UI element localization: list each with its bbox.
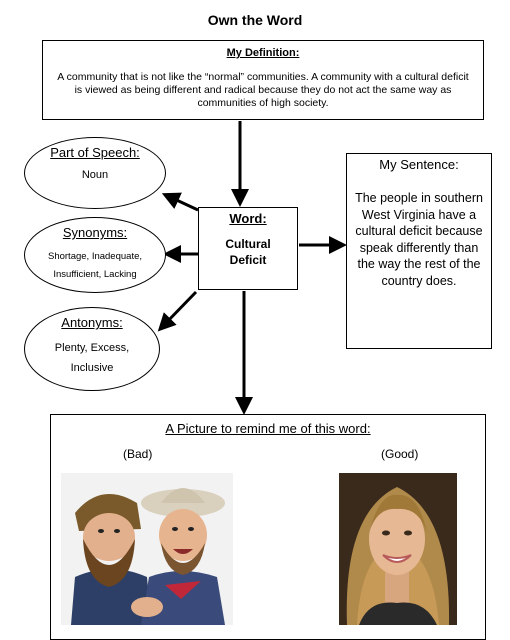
- part-of-speech-ellipse: Part of Speech: Noun: [24, 137, 166, 209]
- word-text: Cultural Deficit: [225, 237, 271, 267]
- word-box: Word: Cultural Deficit: [198, 207, 298, 290]
- definition-text: A community that is not like the “normal…: [57, 71, 469, 109]
- bad-photo: [61, 473, 233, 625]
- part-of-speech-value: Noun: [81, 169, 109, 181]
- word-heading: Word:: [229, 211, 267, 226]
- good-label: (Good): [381, 447, 419, 461]
- synonyms-heading: Synonyms:: [62, 225, 128, 240]
- arrow-word-to-antonyms: [157, 290, 198, 332]
- definition-box: My Definition: A community that is not l…: [42, 40, 484, 120]
- synonyms-ellipse: Synonyms: Shortage, Inadequate, Insuffic…: [24, 217, 166, 293]
- antonyms-heading: Antonyms:: [61, 315, 123, 330]
- picture-box: A Picture to remind me of this word: (Ba…: [50, 414, 486, 640]
- sentence-box: My Sentence: The people in southern West…: [346, 153, 492, 349]
- page-title: Own the Word: [207, 12, 303, 28]
- good-photo: [339, 473, 457, 625]
- antonyms-value: Plenty, Excess, Inclusive: [54, 342, 130, 374]
- part-of-speech-heading: Part of Speech:: [50, 145, 140, 160]
- synonyms-value: Shortage, Inadequate, Insufficient, Lack…: [47, 251, 143, 280]
- sentence-text: The people in southern West Virginia hav…: [355, 191, 483, 288]
- bad-label: (Bad): [123, 447, 153, 461]
- definition-heading: My Definition:: [226, 47, 300, 59]
- antonyms-ellipse: Antonyms: Plenty, Excess, Inclusive: [24, 307, 160, 391]
- sentence-heading: My Sentence:: [379, 157, 459, 172]
- arrow-word-to-part-of-speech: [161, 192, 199, 212]
- picture-heading: A Picture to remind me of this word:: [165, 421, 371, 436]
